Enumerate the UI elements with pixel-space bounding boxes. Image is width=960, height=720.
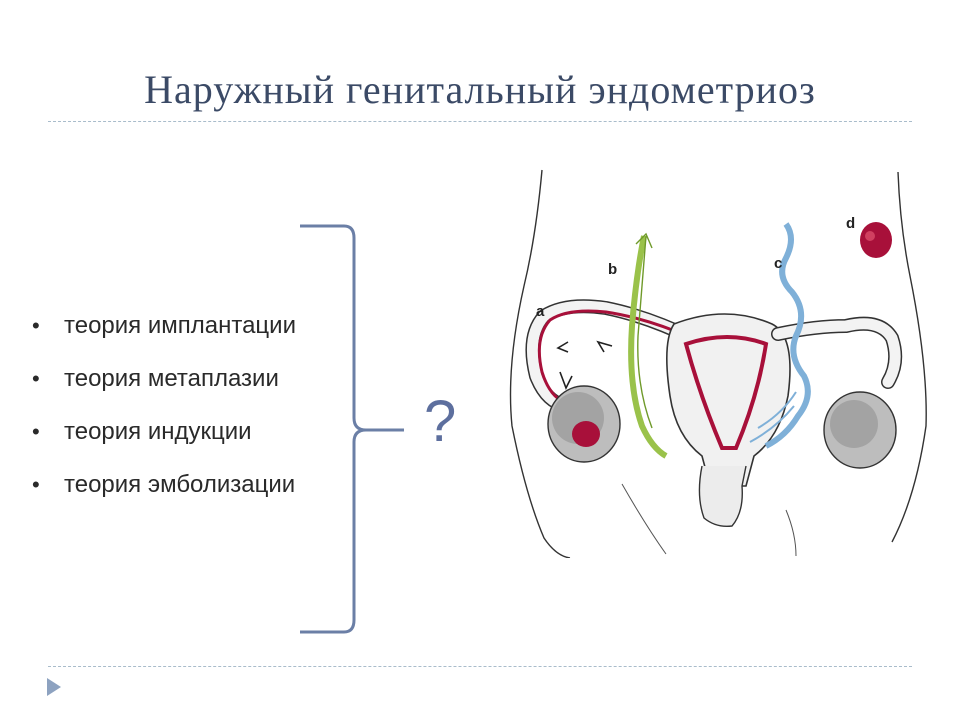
bullet-dot-icon: •	[32, 313, 40, 338]
theory-implantation: теория имплантации	[64, 312, 296, 339]
arrow-icon	[596, 340, 613, 353]
theory-induction: теория индукции	[64, 418, 252, 445]
list-item: • теория эмболизации	[32, 465, 296, 518]
label-c: c	[774, 255, 782, 272]
cervix	[698, 465, 747, 528]
ovarian-endometrioma	[572, 421, 600, 447]
uterine-cavity	[683, 335, 769, 450]
footer-divider	[48, 666, 912, 667]
triangle-right-icon[interactable]	[45, 676, 63, 698]
label-b: b	[608, 261, 617, 278]
slide-title: Наружный генитальный эндометриоз	[144, 67, 816, 112]
uterus	[666, 313, 791, 487]
list-item: • теория индукции	[32, 412, 296, 465]
distant-implant	[860, 222, 892, 258]
theory-metaplasia: теория метаплазии	[64, 365, 279, 392]
lymphatic-spread	[628, 235, 668, 459]
arrow-icon	[559, 371, 573, 390]
theory-embolization: теория эмболизации	[64, 471, 296, 498]
pelvis-outline	[509, 169, 571, 558]
curly-brace	[300, 224, 404, 634]
bullet-dot-icon: •	[32, 419, 40, 444]
hematogenous-spread	[764, 222, 811, 449]
theory-list: • теория имплантации • теория метаплазии •…	[32, 306, 296, 518]
list-item: • теория метаплазии	[32, 359, 296, 412]
arrow-icon	[556, 341, 569, 353]
bullet-dot-icon: •	[32, 472, 40, 497]
label-a: a	[536, 303, 545, 320]
endometriosis-illustration: a b c d	[496, 166, 936, 558]
bullet-dot-icon: •	[32, 366, 40, 391]
question-mark: ?	[424, 389, 457, 454]
title-divider	[48, 121, 912, 122]
label-d: d	[846, 215, 855, 232]
list-item: • теория имплантации	[32, 306, 296, 359]
